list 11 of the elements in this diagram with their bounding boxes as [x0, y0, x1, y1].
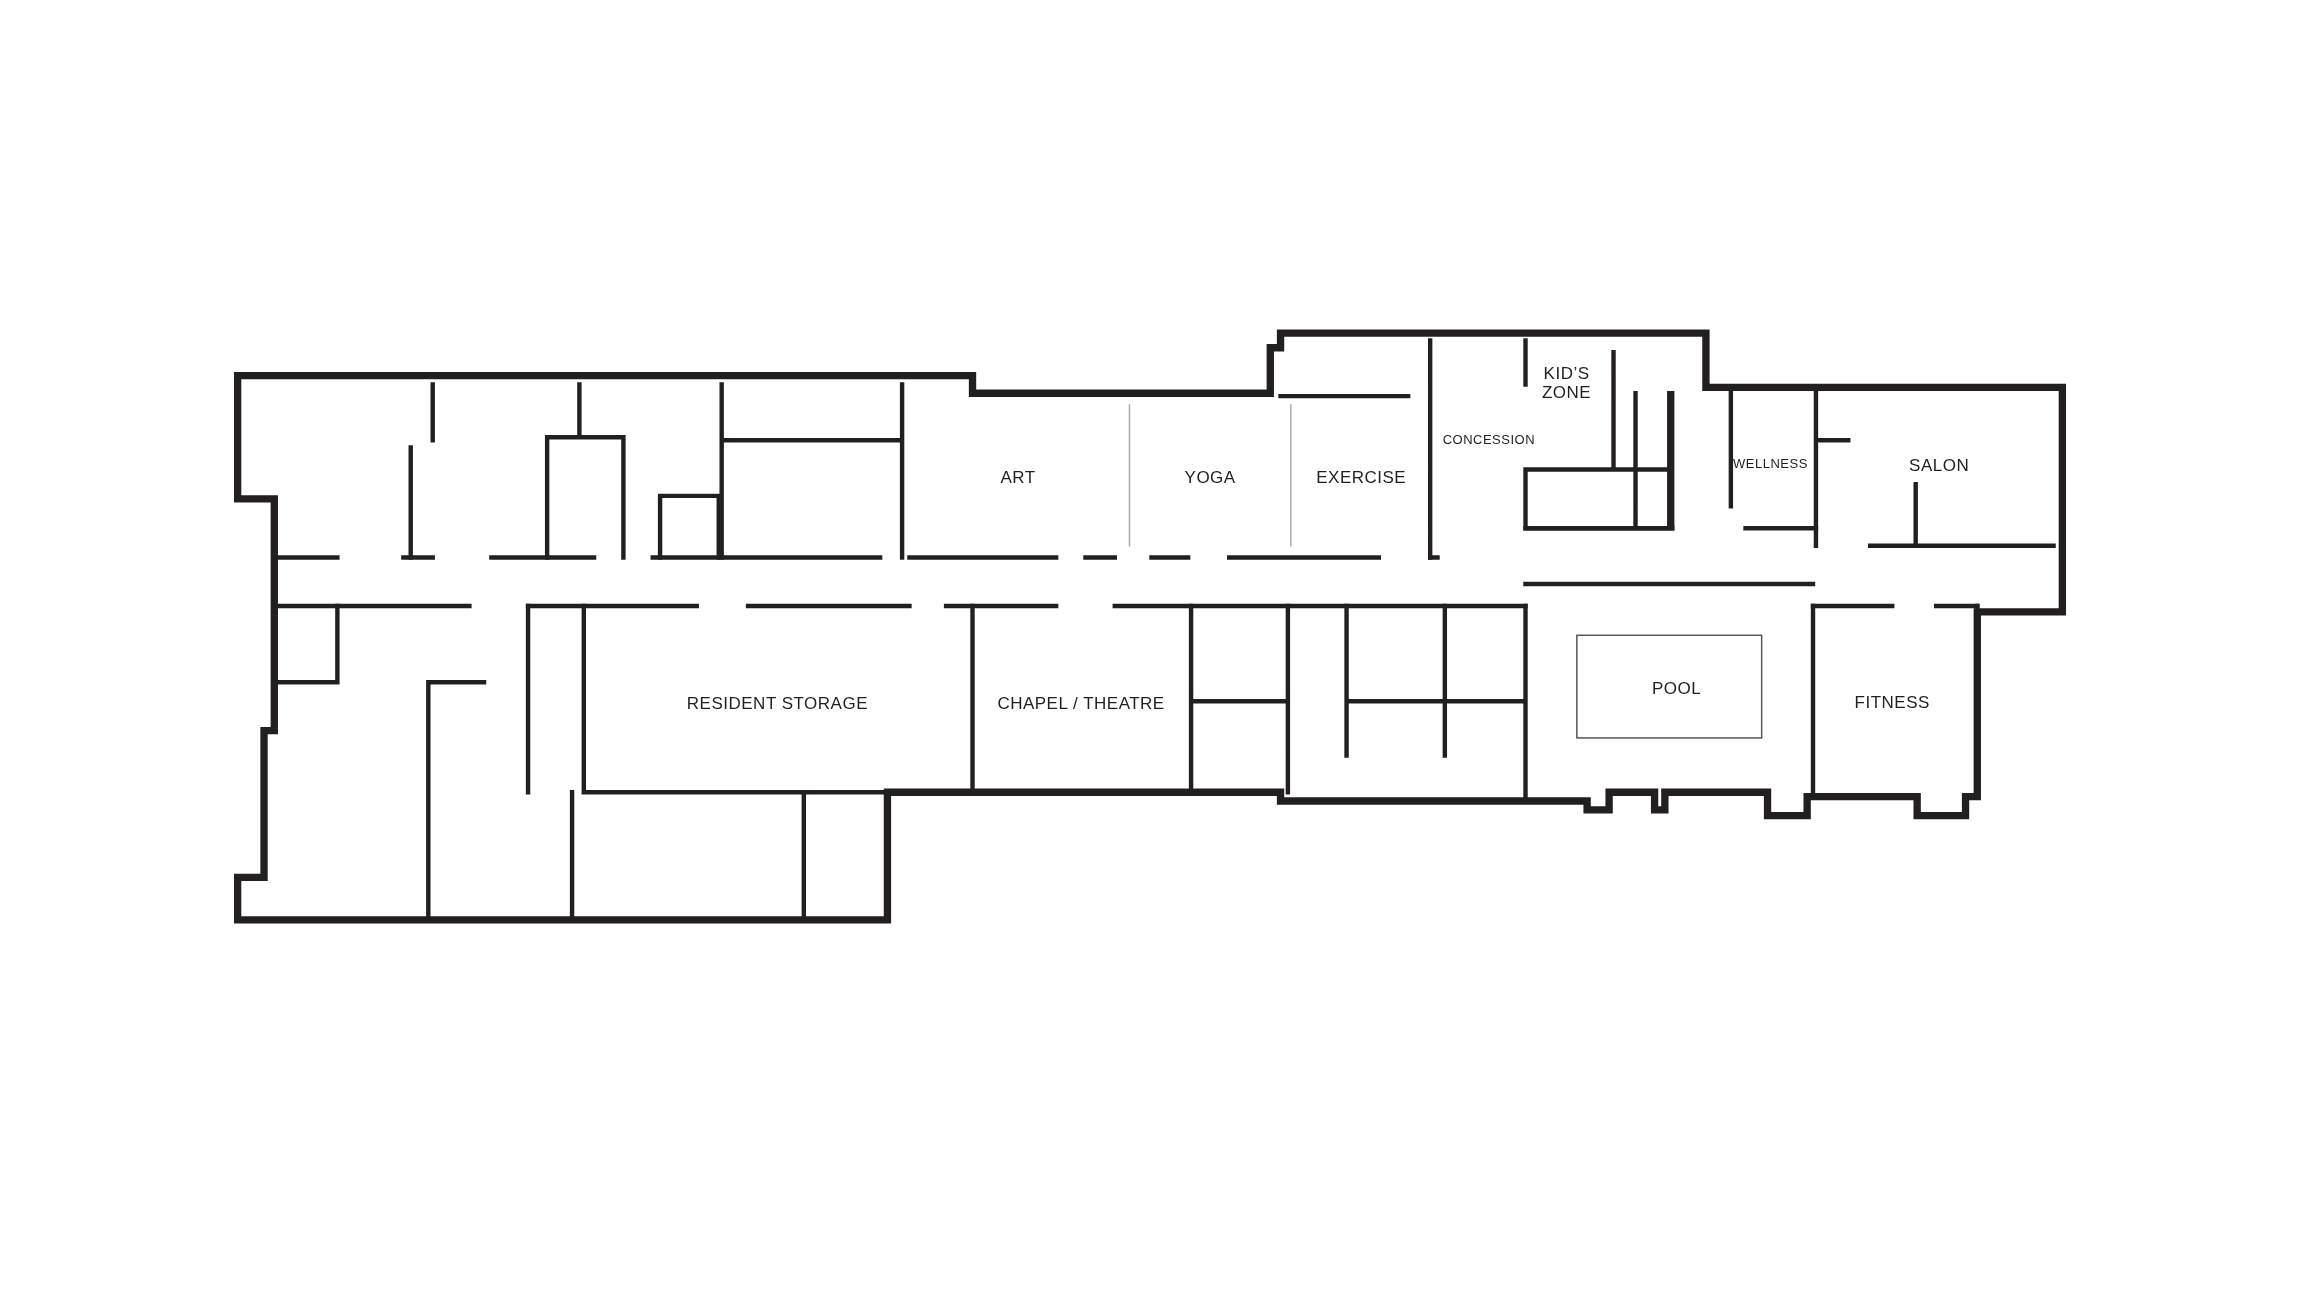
room-label: WELLNESS — [1733, 456, 1808, 471]
room-label: EXERCISE — [1316, 468, 1407, 488]
room-label: CHAPEL / THEATRE — [997, 694, 1165, 714]
room-label: CONCESSION — [1442, 432, 1536, 448]
room-label: RESIDENT STORAGE — [686, 694, 868, 714]
room-label: FITNESS — [1854, 693, 1930, 712]
room-label: YOGA — [1184, 468, 1236, 488]
room-label: POOL — [1651, 680, 1702, 699]
room-label: ART — [1000, 468, 1036, 488]
room-label: SALON — [1909, 457, 1970, 476]
room-label: KID’S ZONE — [1540, 365, 1593, 403]
